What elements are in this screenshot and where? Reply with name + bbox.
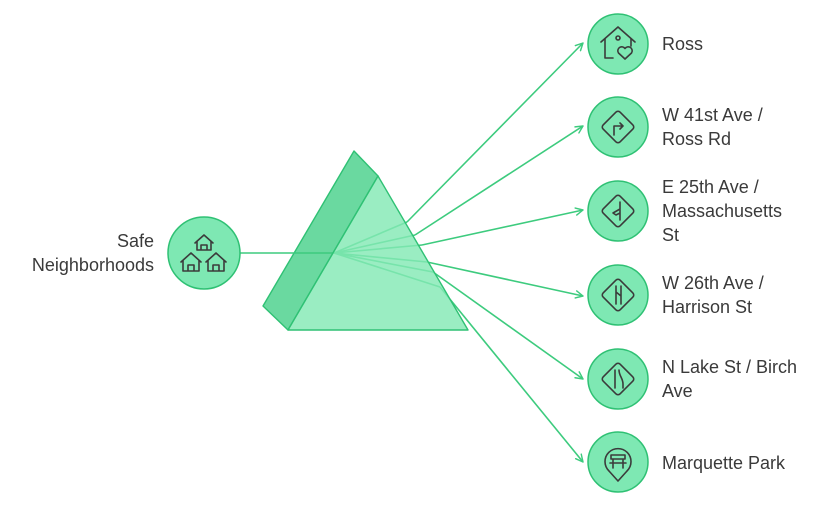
- output-label-w26th-harrison: W 26th Ave / Harrison St: [662, 273, 764, 317]
- output-node-marquette-park: [587, 431, 649, 493]
- output-node-n-lake-birch: [587, 348, 649, 410]
- houses-icon: [180, 234, 227, 272]
- output-label-n-lake-birch: N Lake St / Birch Ave: [662, 357, 798, 401]
- output-node-w41st-ross: [587, 96, 649, 158]
- output-label-w41st-ross: W 41st Ave / Ross Rd: [662, 105, 763, 149]
- source-label: Safe Neighborhoods: [31, 231, 154, 275]
- ray-arrow-5: [432, 271, 584, 380]
- output-node-ross: [587, 13, 649, 75]
- turn-right-sign-icon: [601, 110, 635, 144]
- source-node: [167, 216, 241, 290]
- output-label-marquette-park: Marquette Park: [662, 453, 786, 473]
- output-label-e25th-massachusetts: E 25th Ave / Massachusetts St: [662, 177, 783, 245]
- house-heart-icon: [600, 26, 636, 60]
- ray-arrow-6: [439, 286, 584, 463]
- lane-curve-sign-icon: [601, 362, 635, 396]
- ray-arrow-4: [426, 261, 584, 299]
- prism-front-face: [287, 175, 469, 331]
- output-label-ross: Ross: [662, 34, 704, 54]
- ray-arrow-1: [406, 42, 584, 223]
- output-node-e25th-massachusetts: [587, 180, 649, 242]
- merge-sign-icon: [601, 278, 635, 312]
- output-node-w26th-harrison: [587, 264, 649, 326]
- side-road-sign-icon: [601, 194, 635, 228]
- ray-arrow-3: [421, 207, 584, 246]
- ray-arrow-2: [414, 125, 584, 236]
- park-bench-pin-icon: [604, 447, 632, 482]
